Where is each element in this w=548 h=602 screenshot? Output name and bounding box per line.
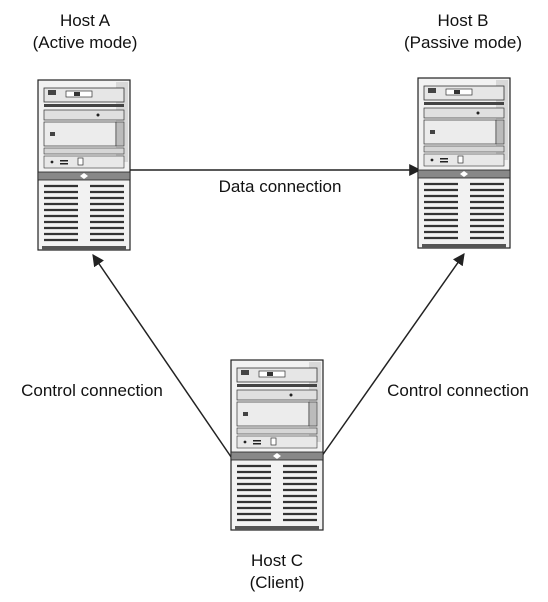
- data-connection-label: Data connection: [218, 177, 342, 196]
- control-connection-right-arrow: [311, 253, 465, 471]
- host-c-label: Host C (Client): [202, 550, 352, 594]
- host-a-role: (Active mode): [32, 33, 138, 52]
- host-c-server-icon: [229, 358, 325, 532]
- control-connection-right-label: Control connection: [387, 381, 529, 400]
- host-b-server-icon: [416, 76, 512, 250]
- control-connection-left-arrow: [92, 254, 241, 471]
- host-a-server-icon: [36, 78, 132, 252]
- host-c-name: Host C: [251, 551, 303, 570]
- host-a-name: Host A: [59, 11, 111, 30]
- host-c-role: (Client): [249, 573, 305, 592]
- host-b-name: Host B: [437, 11, 489, 30]
- host-b-label: Host B (Passive mode): [388, 10, 538, 54]
- host-b-role: (Passive mode): [403, 33, 523, 52]
- control-connection-left-label: Control connection: [21, 381, 163, 400]
- host-a-label: Host A (Active mode): [10, 10, 160, 54]
